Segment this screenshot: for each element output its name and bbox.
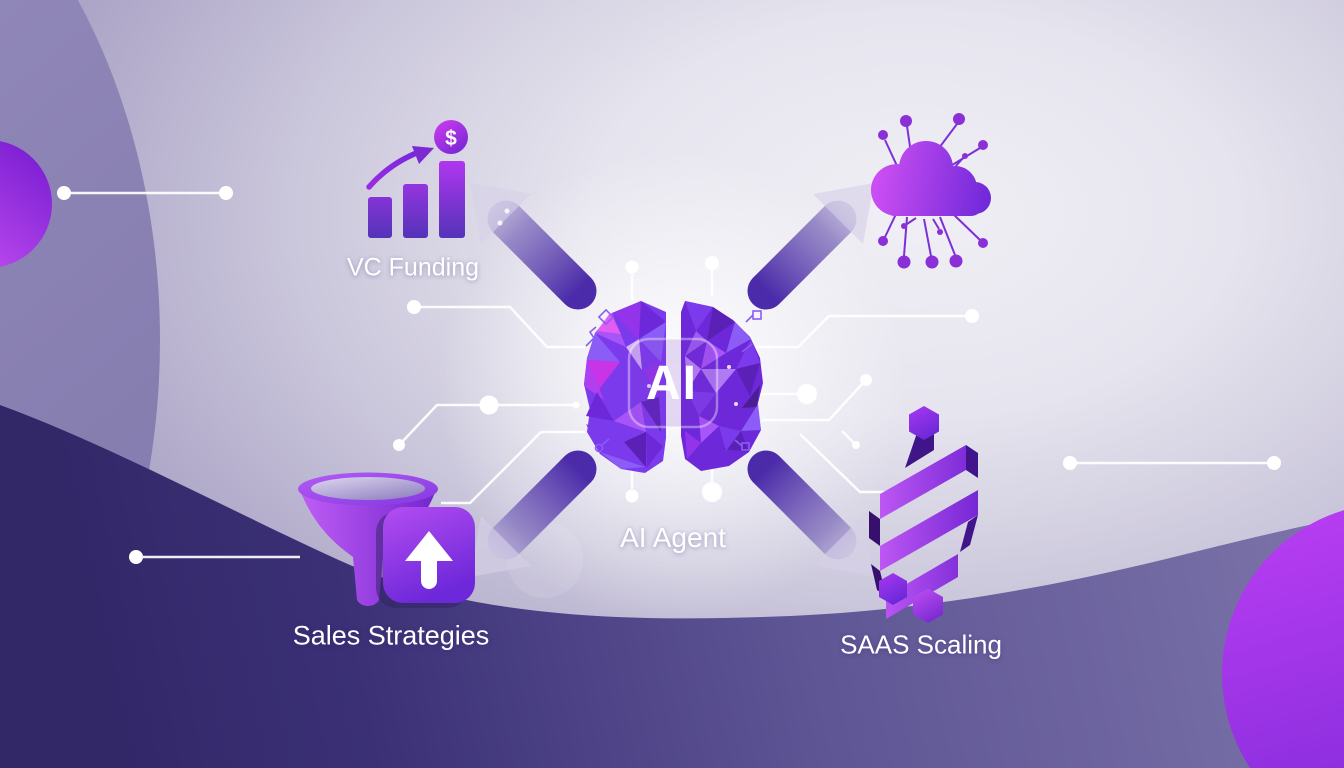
ai-chip-outline xyxy=(627,337,719,429)
dollar-symbol: $ xyxy=(445,127,457,150)
node-label-vc-funding: VC Funding xyxy=(346,253,480,282)
node-label-sales-strategies: Sales Strategies xyxy=(292,620,490,651)
growth-swoosh-arrow xyxy=(366,149,422,190)
circuit-lines xyxy=(70,191,1268,559)
arrow-bottom-right xyxy=(747,450,873,576)
center-label-ai-agent: AI Agent xyxy=(620,522,726,553)
arrow-top-left xyxy=(470,183,597,310)
arrow-bottom-left xyxy=(470,450,597,598)
funnel-upload-icon xyxy=(298,472,475,608)
node-label-saas-scaling: SAAS Scaling xyxy=(840,629,1002,660)
bottom-wave xyxy=(0,405,1344,768)
dollar-coin-icon xyxy=(434,120,468,154)
bottom-right-circle xyxy=(1222,510,1344,768)
circuit-dots xyxy=(57,186,1281,564)
left-edge-circle xyxy=(0,141,52,267)
brain-circuit-doodles xyxy=(585,308,762,453)
growth-chart-dollar-icon: $ xyxy=(366,120,468,238)
up-arrow-icon xyxy=(405,531,453,589)
ai-chip-text: AI xyxy=(646,357,698,410)
cloud-network-icon xyxy=(871,113,991,269)
spiral-ribbon-icon xyxy=(869,406,978,623)
arrow-top-right xyxy=(747,183,874,310)
ai-brain-icon: AI xyxy=(497,208,763,473)
